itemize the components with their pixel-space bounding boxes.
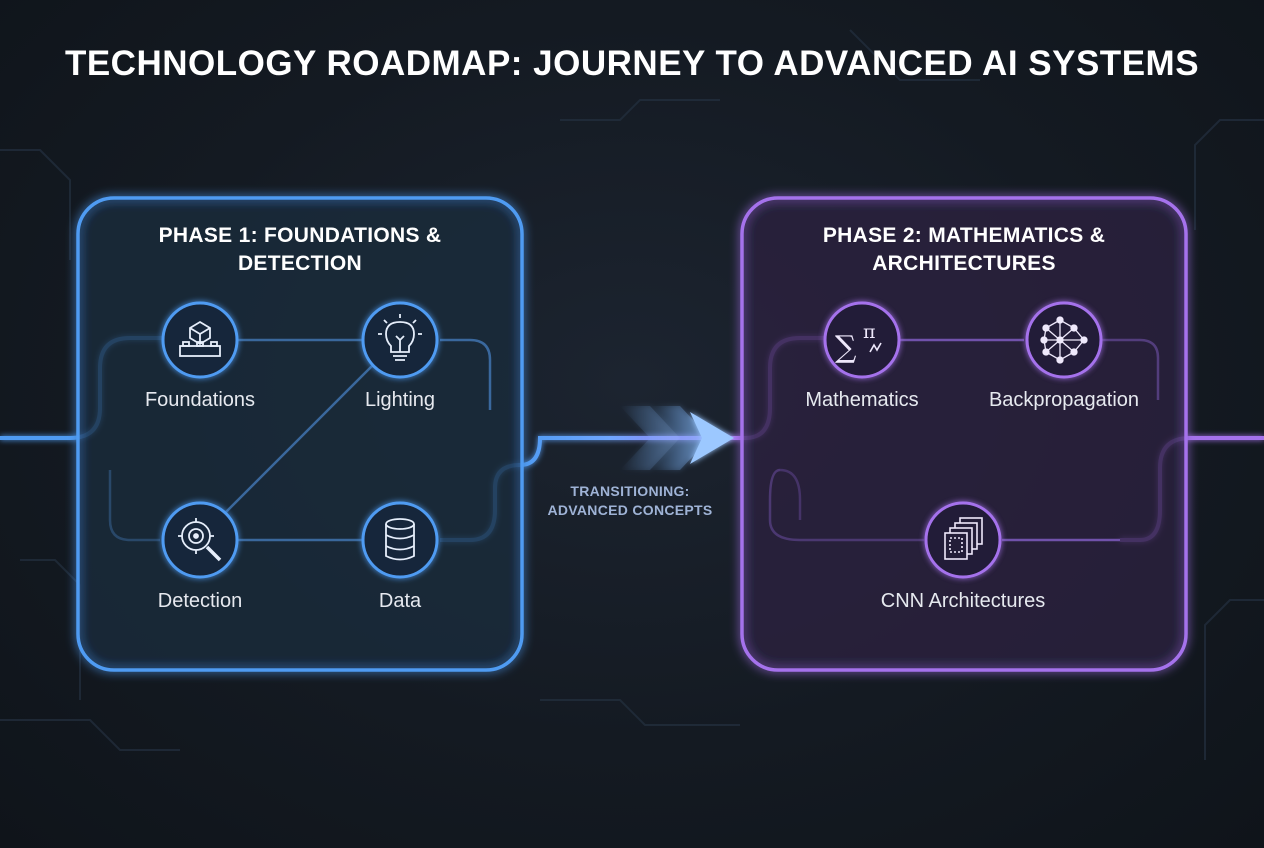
- transition-label: TRANSITIONING: ADVANCED CONCEPTS: [510, 482, 750, 520]
- node-label-backpropagation: Backpropagation: [988, 389, 1140, 411]
- node-mathematics: ∑ π: [823, 301, 901, 379]
- transition-label-line-2: ADVANCED CONCEPTS: [547, 502, 713, 518]
- node-lighting: [361, 301, 439, 379]
- phase-1-title-line-1: PHASE 1: FOUNDATIONS &: [158, 224, 442, 247]
- target-magnifier-icon: [178, 518, 222, 562]
- sigma-pi-icon: ∑ π: [835, 321, 882, 365]
- neural-network-icon: [1040, 316, 1088, 364]
- background-circuit-traces: [0, 29, 1264, 760]
- lightbulb-icon: [378, 314, 422, 361]
- svg-text:π: π: [863, 321, 876, 343]
- node-detection: [161, 501, 239, 579]
- node-label-cnn-architectures: CNN Architectures: [880, 590, 1046, 612]
- phase-1-connectors: [108, 338, 492, 542]
- layered-stack-icon: [944, 517, 983, 560]
- node-label-lighting: Lighting: [364, 389, 436, 411]
- phase-2-title: PHASE 2: MATHEMATICS & ARCHITECTURES: [764, 222, 1164, 278]
- phase-2-title-line-1: PHASE 2: MATHEMATICS &: [822, 224, 1106, 247]
- page-title: TECHNOLOGY ROADMAP: JOURNEY TO ADVANCED …: [64, 44, 1200, 83]
- phase-2-title-line-2: ARCHITECTURES: [872, 252, 1056, 275]
- phase-1-title: PHASE 1: FOUNDATIONS & DETECTION: [100, 222, 500, 278]
- transition-label-line-1: TRANSITIONING:: [570, 483, 690, 499]
- node-label-detection: Detection: [157, 590, 243, 612]
- building-blocks-icon: [179, 320, 221, 357]
- transition-arrow-icon: [620, 406, 734, 470]
- node-label-data: Data: [378, 590, 422, 612]
- phase-2-connectors: [768, 338, 1160, 542]
- node-foundations: [161, 301, 239, 379]
- phase-1-panel: [76, 196, 524, 672]
- node-label-foundations: Foundations: [144, 389, 256, 411]
- node-backpropagation: [1025, 301, 1103, 379]
- node-cnn-architectures: [924, 501, 1002, 579]
- node-data: [361, 501, 439, 579]
- phase-1-title-line-2: DETECTION: [237, 252, 363, 275]
- svg-text:∑: ∑: [835, 330, 857, 365]
- database-icon: [385, 518, 415, 561]
- node-label-mathematics: Mathematics: [805, 389, 919, 411]
- phase-2-panel: ∑ π: [740, 196, 1188, 672]
